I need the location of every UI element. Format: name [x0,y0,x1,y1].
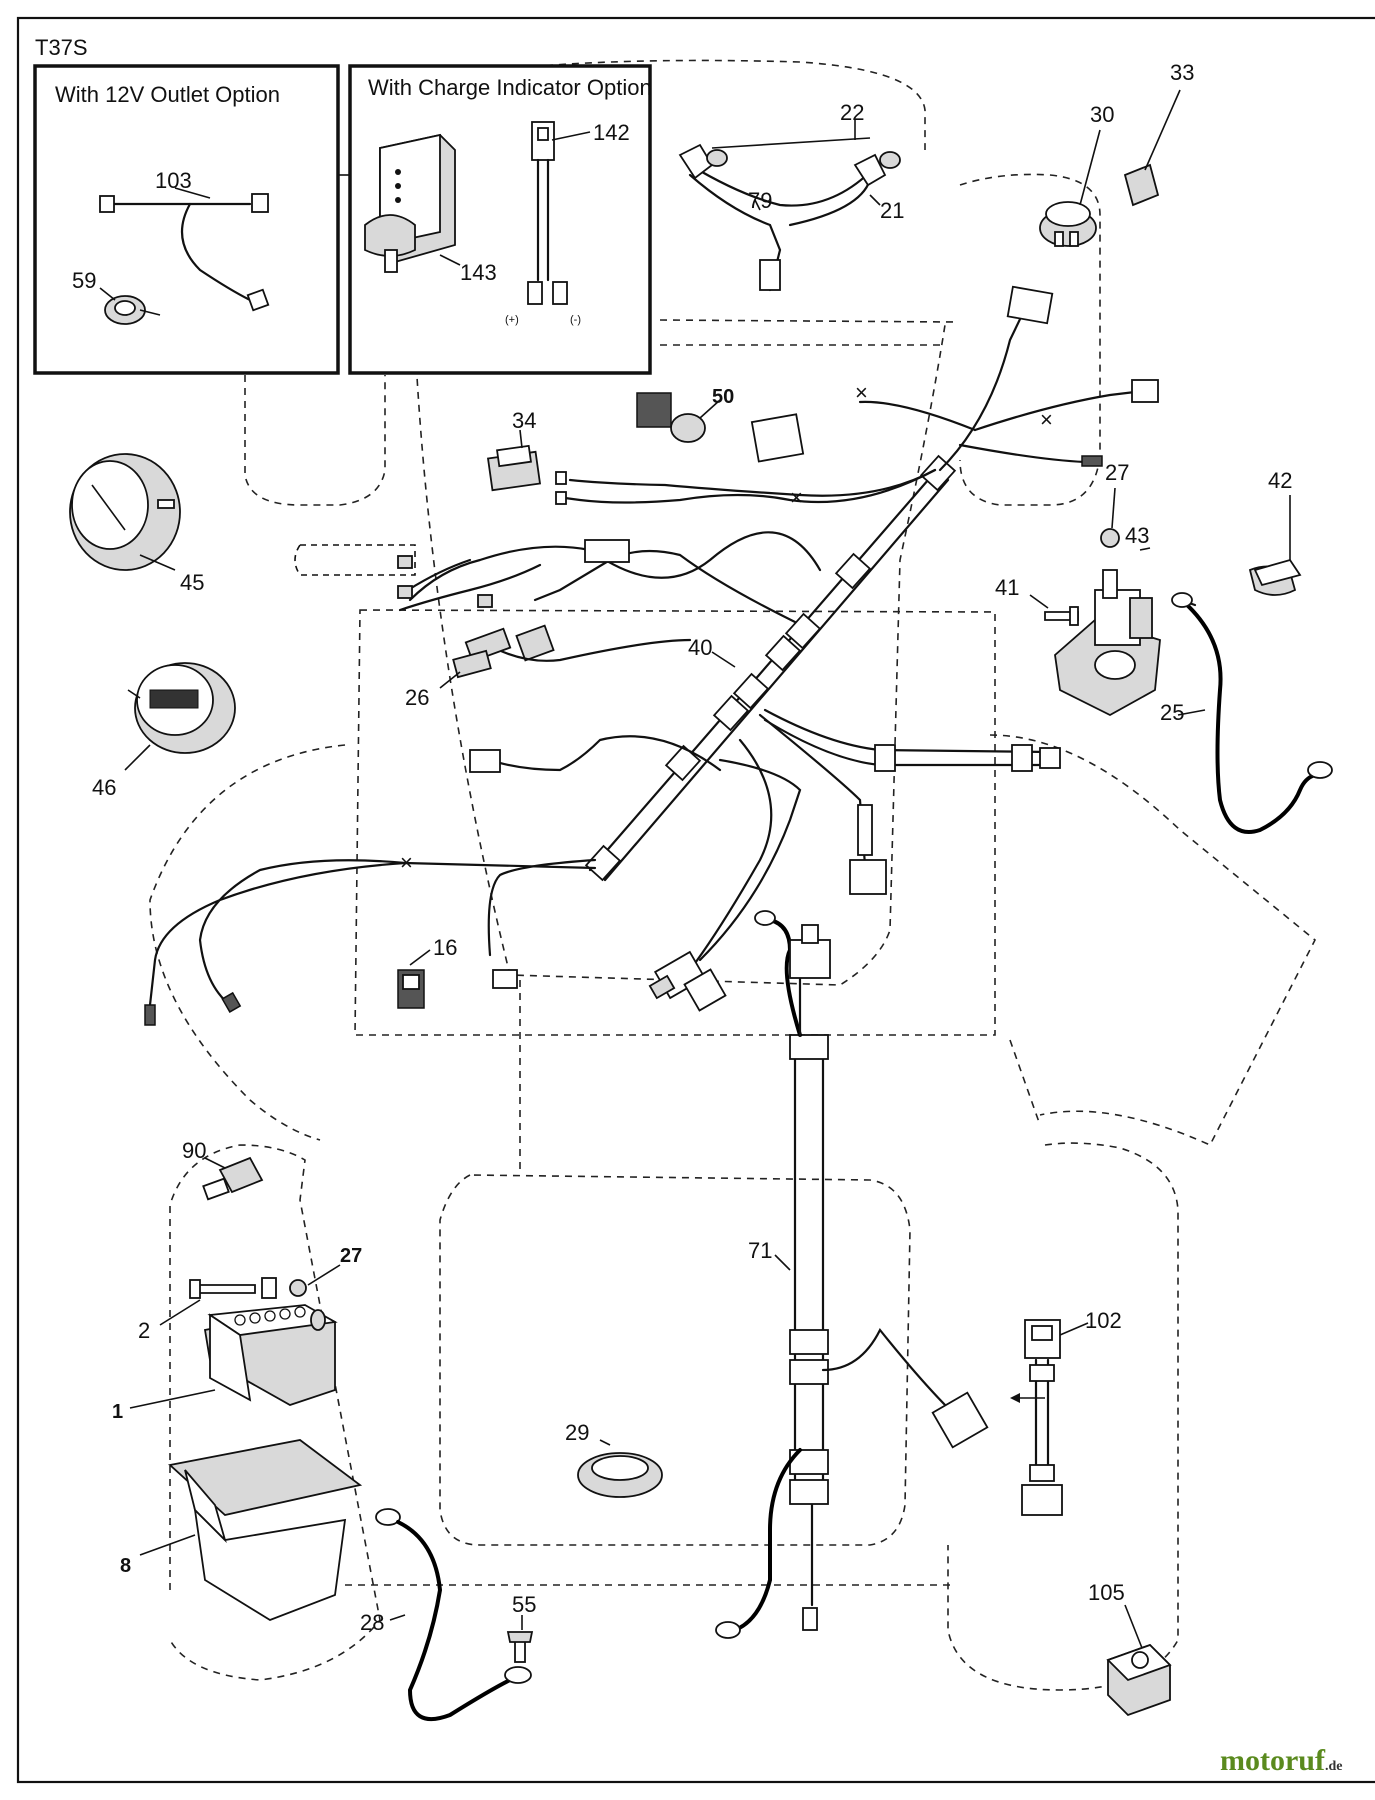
option-box-12v-title: With 12V Outlet Option [55,82,280,107]
callout-45: 45 [180,570,204,595]
callout-55: 55 [512,1592,536,1617]
callout-50: 50 [712,386,734,408]
polarity-plus: (+) [505,314,519,326]
splice-mark-mid: × [790,485,803,510]
callout-79: 79 [748,188,772,213]
callout-1: 1 [112,1401,123,1423]
main-harness: 34 50 26 40 [144,285,1159,1026]
callout-25: 25 [1160,700,1184,725]
splice-mark-top: × [855,380,868,405]
callout-41: 41 [995,575,1019,600]
hourmeter-46: 46 [92,662,236,800]
callout-27-top: 27 [1105,460,1129,485]
callout-40: 40 [688,635,712,660]
callout-30: 30 [1090,102,1114,127]
callout-2: 2 [138,1318,150,1343]
part-90: 90 [182,1138,264,1201]
callout-59: 59 [72,268,96,293]
callout-8: 8 [120,1555,131,1577]
callout-21: 21 [880,198,904,223]
grommet-29: 29 [565,1420,663,1498]
rear-harness-71: 71 [715,910,989,1639]
diagram-code: T37S [35,35,88,60]
outer-frame [16,16,1375,1784]
callout-22: 22 [840,100,864,125]
ignition-switch: 30 33 [1039,60,1194,247]
callout-103: 103 [155,168,192,193]
gauge-45: 45 [69,453,204,595]
solenoid-43: 27 43 41 42 25 [995,460,1333,834]
callout-28: 28 [360,1610,384,1635]
part-105: 105 [1088,1580,1172,1717]
option-box-charge-title: With Charge Indicator Option [368,75,652,100]
callout-71: 71 [748,1238,772,1263]
callout-46: 46 [92,775,116,800]
callout-29: 29 [565,1420,589,1445]
ground-cable-28: 28 55 [360,1508,536,1721]
relay-102: 102 [1010,1308,1122,1516]
headlight-harness: 22 79 21 [678,100,904,292]
callout-34: 34 [512,408,536,433]
callout-26: 26 [405,685,429,710]
callout-27-battery: 27 [340,1245,362,1267]
polarity-minus: (-) [570,314,581,326]
callout-33: 33 [1170,60,1194,85]
splice-mark-right: × [1040,407,1053,432]
callout-105: 105 [1088,1580,1125,1605]
callout-16: 16 [433,935,457,960]
callout-142: 142 [593,120,630,145]
option-box-12v: With 12V Outlet Option 103 59 [33,64,340,375]
callout-143: 143 [460,260,497,285]
callout-102: 102 [1085,1308,1122,1333]
callout-43: 43 [1125,523,1149,548]
battery: 2 27 1 8 [112,1245,362,1621]
option-box-charge: With Charge Indicator Option 143 142 (+)… [338,64,652,375]
watermark: motoruf.de [1220,1744,1342,1777]
splice-mark-left: × [400,850,413,875]
callout-90: 90 [182,1138,206,1163]
callout-42: 42 [1268,468,1292,493]
